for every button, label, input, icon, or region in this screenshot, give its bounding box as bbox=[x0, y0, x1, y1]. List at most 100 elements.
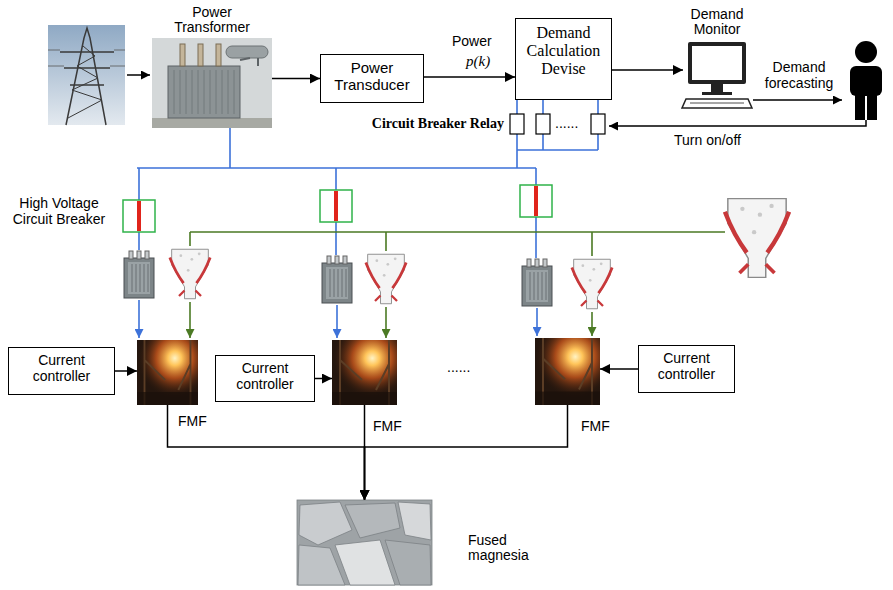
node-heading: FMF bbox=[373, 419, 402, 434]
fused-magnesia-picture bbox=[335, 540, 395, 585]
power-transformer-picture bbox=[198, 44, 203, 66]
computer-picture bbox=[690, 103, 744, 104]
furnace-picture bbox=[332, 340, 397, 405]
power-transformer-picture bbox=[168, 66, 240, 118]
feed-line bbox=[189, 302, 191, 338]
power-tower bbox=[48, 25, 125, 125]
hopper-picture bbox=[170, 249, 210, 299]
breaker-symbol bbox=[334, 191, 338, 221]
feed-line bbox=[190, 232, 725, 338]
flow-arrow bbox=[424, 76, 515, 78]
flow-label: Turn on/off bbox=[674, 133, 741, 149]
furnace-picture bbox=[535, 338, 600, 405]
box-text: Current controller bbox=[222, 361, 308, 392]
controller-box: Current controller bbox=[8, 347, 115, 395]
furnace-node: FMF bbox=[535, 338, 600, 405]
power-wire bbox=[517, 100, 598, 168]
breaker-symbol bbox=[520, 185, 552, 217]
forecast-arrow bbox=[753, 99, 842, 101]
switch-command-arrow bbox=[609, 120, 866, 126]
power-wire bbox=[138, 300, 140, 338]
computer-picture bbox=[711, 84, 723, 92]
part-name: Circuit Breaker Relay bbox=[300, 116, 504, 132]
controller-box: Current controller bbox=[638, 345, 735, 393]
person-icon bbox=[850, 66, 882, 96]
computer-picture bbox=[702, 92, 732, 95]
fused-magnesia-picture bbox=[299, 502, 352, 545]
breaker-symbol bbox=[123, 200, 155, 232]
power-wire bbox=[336, 305, 338, 338]
person-icon bbox=[855, 41, 877, 63]
monitor-node: Demand Monitor bbox=[683, 40, 751, 110]
flow-arrow bbox=[365, 405, 568, 500]
fused-magnesia-picture bbox=[398, 502, 431, 540]
fused-magnesia-picture bbox=[385, 540, 431, 585]
hopper-picture bbox=[725, 199, 789, 278]
flow-arrow bbox=[272, 78, 320, 80]
box-text: Demand Calculation Devise bbox=[522, 24, 605, 78]
person-icon bbox=[850, 41, 882, 120]
computer-picture bbox=[682, 42, 752, 108]
person-icon bbox=[867, 90, 877, 120]
flow-arrow bbox=[612, 69, 683, 71]
feed-line bbox=[591, 312, 593, 336]
flow-arrow bbox=[600, 368, 638, 370]
furnace-node: FMF bbox=[137, 340, 198, 405]
computer-picture bbox=[688, 42, 746, 84]
hopper-picture bbox=[366, 254, 406, 304]
relay-symbol bbox=[510, 114, 605, 134]
power-wire bbox=[137, 100, 598, 338]
part-name: High Voltage Circuit Breaker bbox=[2, 196, 116, 227]
process-box: Demand Calculation Devise bbox=[515, 18, 612, 100]
box-text: Power Transducer bbox=[327, 60, 417, 94]
fused-magnesia-picture bbox=[297, 500, 432, 585]
furnace-node: FMF bbox=[332, 340, 397, 405]
power-transformer-picture bbox=[174, 70, 234, 114]
signal-name: Power bbox=[452, 34, 492, 50]
computer-picture bbox=[692, 46, 742, 80]
flow-arrow bbox=[315, 378, 332, 380]
transformer-node: Power Transformer bbox=[152, 38, 272, 128]
fused-magnesia-picture bbox=[345, 503, 400, 538]
breaker-symbol bbox=[320, 190, 352, 222]
power-wire bbox=[137, 128, 536, 200]
furnace-transformer-picture bbox=[124, 251, 552, 306]
power-transformer-picture bbox=[216, 44, 221, 66]
feed-line bbox=[190, 232, 725, 256]
breaker-symbol bbox=[534, 186, 538, 216]
supply-arrow bbox=[127, 74, 150, 76]
power-transformer-picture bbox=[226, 46, 268, 58]
relay-symbol bbox=[591, 114, 605, 134]
power-transformer-picture bbox=[240, 58, 258, 66]
computer-picture bbox=[682, 99, 752, 108]
node-heading: Demand Monitor bbox=[680, 7, 754, 37]
power-tower bbox=[68, 46, 102, 118]
box-text: Current controller bbox=[15, 353, 108, 384]
flow-arrow bbox=[115, 370, 137, 372]
breaker-symbol bbox=[123, 185, 552, 232]
power-transformer-picture bbox=[180, 44, 185, 66]
flow-label: Demand forecasting bbox=[758, 60, 840, 91]
breaker-symbol bbox=[137, 201, 141, 231]
feed-line bbox=[385, 307, 387, 338]
power-transformer-picture bbox=[152, 38, 272, 128]
power-transformer-picture bbox=[152, 118, 272, 128]
flow-arrow bbox=[168, 405, 365, 500]
power-tower bbox=[48, 50, 125, 66]
relay-symbol bbox=[536, 114, 550, 134]
furnace-transformer-picture bbox=[522, 259, 552, 306]
hopper-picture bbox=[170, 199, 789, 309]
power-wire bbox=[536, 308, 538, 336]
box-text: Current controller bbox=[645, 351, 728, 382]
relay-symbol bbox=[510, 114, 524, 134]
node-heading: Power Transformer bbox=[164, 5, 260, 35]
furnace-picture bbox=[137, 340, 198, 405]
ellipsis: ...... bbox=[447, 360, 470, 376]
product-node: Fused magnesia bbox=[297, 500, 432, 585]
power-tower bbox=[60, 28, 114, 125]
furnace-transformer-picture bbox=[322, 256, 352, 303]
signal-name: p(k) bbox=[466, 53, 490, 70]
